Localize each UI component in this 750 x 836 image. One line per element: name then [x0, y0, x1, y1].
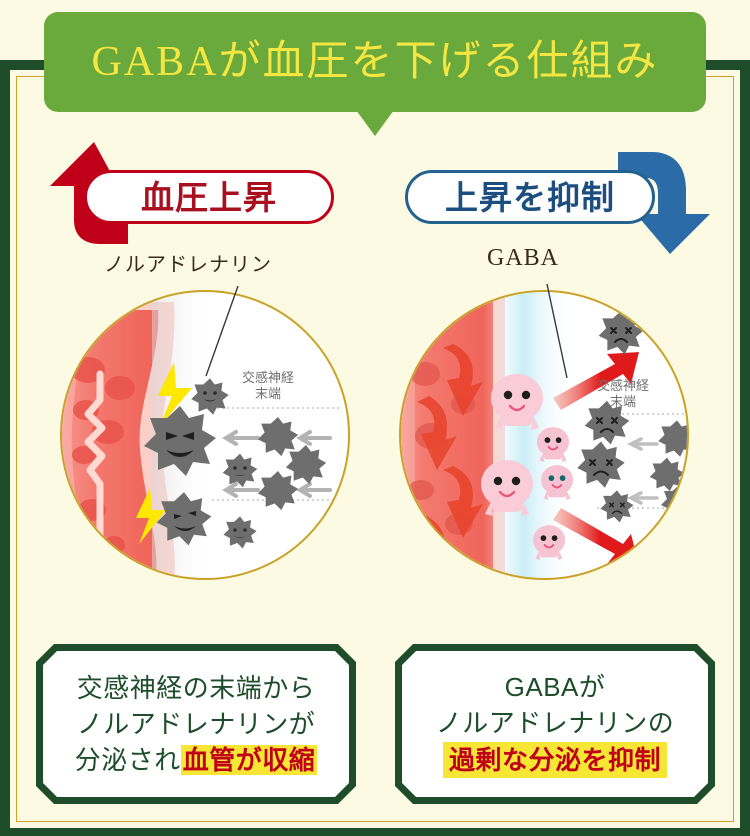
leader-line-right: [546, 283, 568, 379]
caption-line-3: 分泌され血管が収縮: [75, 743, 318, 777]
caption-line-1: GABAが: [504, 671, 606, 702]
badge-blood-pressure-rise: 血圧上昇: [84, 170, 334, 224]
caption-line-2: ノルアドレナリンが: [76, 708, 316, 739]
badge-label: 血圧上昇: [141, 178, 277, 216]
caption-line3-highlight: 血管が収縮: [182, 745, 316, 776]
caption-line-3-highlight: 過剰な分泌を抑制: [443, 742, 667, 778]
page-title: GABAが血圧を下げる仕組み: [91, 39, 659, 85]
nerve-label-line1: 交感神経: [242, 370, 295, 385]
nerve-ending-label-left: 交感神経 末端: [242, 370, 294, 403]
caption-box-left: 交感神経の末端から ノルアドレナリンが 分泌され血管が収縮: [36, 644, 356, 804]
caption-inner-left: 交感神経の末端から ノルアドレナリンが 分泌され血管が収縮: [43, 651, 349, 797]
badge-label: 上昇を抑制: [445, 178, 615, 216]
nerve-label-line2: 末端: [255, 386, 282, 402]
caption-line3-plain: 分泌され: [74, 745, 181, 776]
nerve-label-line1: 交感神経: [597, 378, 650, 393]
caption-line-2: ノルアドレナリンの: [435, 707, 675, 738]
nerve-label-line2: 末端: [610, 394, 637, 410]
illustration-constricted-vessel: 交感神経 末端: [60, 290, 350, 580]
caption-inner-right: GABAが ノルアドレナリンの 過剰な分泌を抑制: [402, 651, 708, 797]
right-panel: 上昇を抑制 GABA: [375, 120, 734, 820]
panel-container: 血圧上昇 ノルアドレナリン: [16, 120, 734, 820]
caption-line-1: 交感神経の末端から: [76, 672, 316, 703]
left-panel: 血圧上昇 ノルアドレナリン: [16, 120, 375, 820]
label-gaba: GABA: [487, 245, 560, 271]
caption-box-right: GABAが ノルアドレナリンの 過剰な分泌を抑制: [395, 644, 715, 804]
leader-line-left: [205, 285, 239, 377]
badge-suppress-rise: 上昇を抑制: [405, 170, 655, 224]
title-banner: GABAが血圧を下げる仕組み: [44, 12, 706, 112]
label-noradrenaline: ノルアドレナリン: [104, 254, 272, 276]
nerve-ending-label-right: 交感神経 末端: [597, 378, 649, 411]
banner-tail-triangle: [356, 110, 394, 136]
